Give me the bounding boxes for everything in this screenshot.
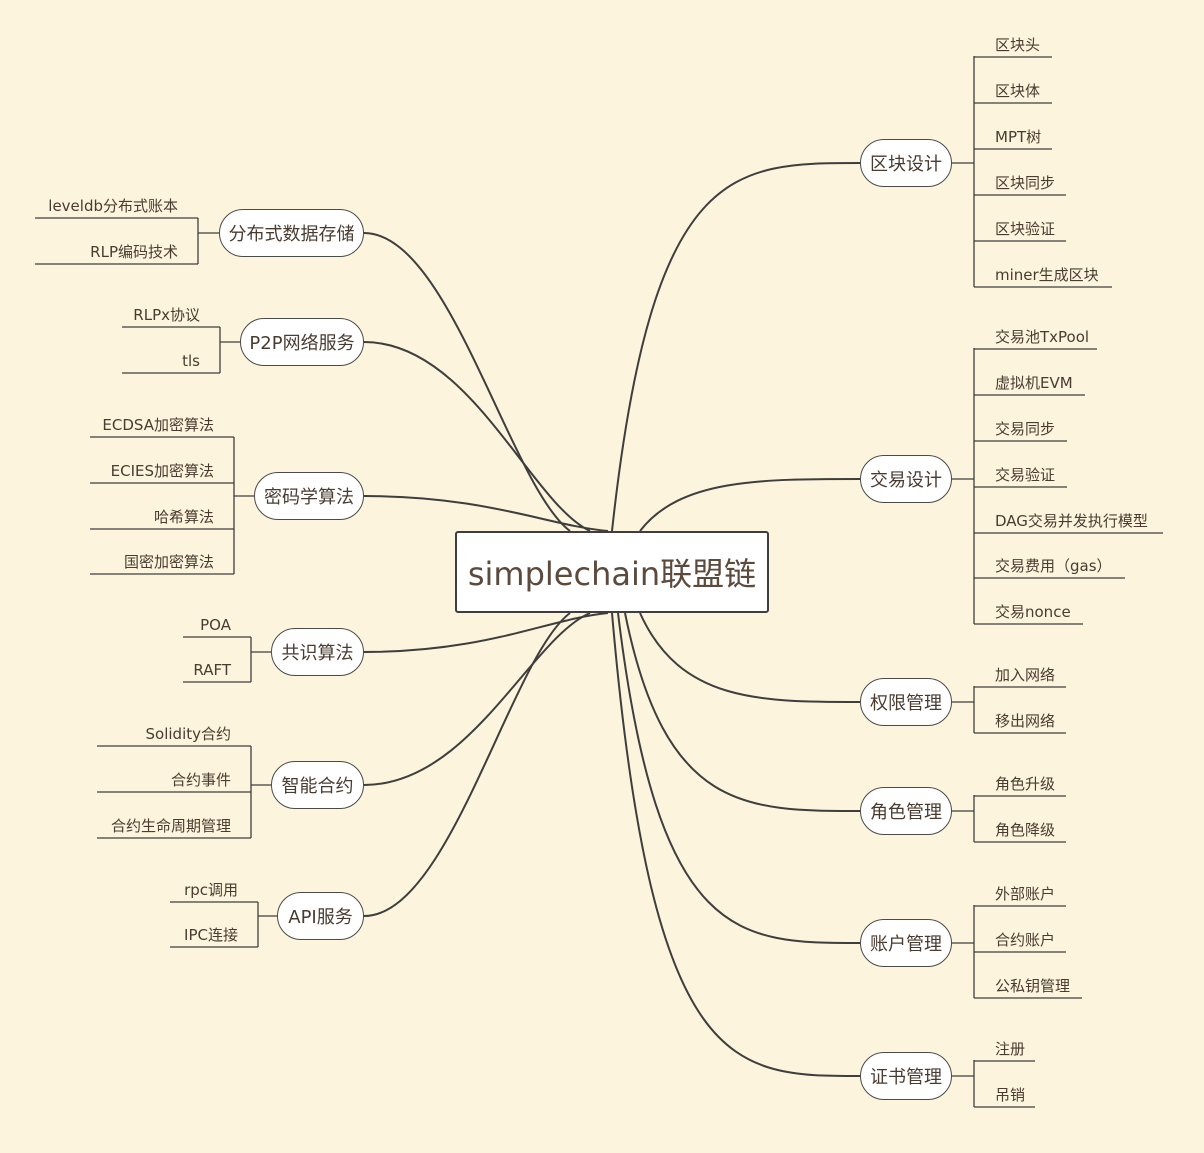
branch-connector-left-2 [363, 495, 609, 532]
branch-connector-left-4 [363, 612, 591, 786]
branch-node-left-2[interactable]: 密码学算法 [254, 472, 364, 520]
leaf-right-0-2[interactable]: MPT树 [995, 128, 1042, 146]
leaf-left-0-1[interactable]: RLP编码技术 [90, 243, 178, 261]
branch-node-right-5[interactable]: 证书管理 [860, 1052, 952, 1100]
leaf-right-1-5[interactable]: 交易费用（gas） [995, 557, 1112, 575]
leaf-right-0-5[interactable]: miner生成区块 [995, 266, 1099, 284]
leaf-left-0-0[interactable]: leveldb分布式账本 [48, 197, 178, 215]
leaf-right-1-2[interactable]: 交易同步 [995, 420, 1056, 438]
branch-node-left-4[interactable]: 智能合约 [271, 761, 364, 809]
branch-connector-right-5 [611, 612, 861, 1077]
leaf-left-4-1[interactable]: 合约事件 [170, 771, 231, 789]
branch-node-left-0[interactable]: 分布式数据存储 [219, 209, 364, 257]
leaf-left-5-1[interactable]: IPC连接 [184, 926, 238, 944]
leaf-right-3-0[interactable]: 角色升级 [995, 775, 1056, 793]
leaf-right-1-0[interactable]: 交易池TxPool [995, 328, 1090, 346]
branch-node-left-5[interactable]: API服务 [277, 892, 364, 940]
branch-node-left-1[interactable]: P2P网络服务 [240, 318, 364, 366]
leaf-left-4-2[interactable]: 合约生命周期管理 [110, 817, 231, 835]
branch-node-right-3[interactable]: 角色管理 [860, 787, 952, 835]
branch-connector-left-1 [363, 341, 591, 532]
leaf-left-2-3[interactable]: 国密加密算法 [123, 553, 214, 571]
leaf-right-5-0[interactable]: 注册 [995, 1040, 1026, 1058]
leaf-right-4-1[interactable]: 合约账户 [995, 931, 1056, 949]
branch-connector-right-1 [639, 478, 861, 532]
branch-connector-right-4 [617, 612, 861, 944]
branch-connector-left-0 [363, 232, 571, 532]
branch-node-right-4[interactable]: 账户管理 [860, 919, 952, 967]
root-node[interactable]: simplechain联盟链 [455, 531, 769, 613]
branch-node-right-2[interactable]: 权限管理 [860, 678, 952, 726]
leaf-left-2-0[interactable]: ECDSA加密算法 [102, 416, 214, 434]
leaf-right-2-0[interactable]: 加入网络 [995, 666, 1056, 684]
leaf-right-5-1[interactable]: 吊销 [995, 1086, 1026, 1104]
leaf-right-4-0[interactable]: 外部账户 [995, 885, 1056, 903]
branch-connector-right-2 [639, 612, 861, 703]
leaf-left-5-0[interactable]: rpc调用 [184, 881, 238, 899]
leaf-left-3-0[interactable]: POA [200, 616, 231, 634]
leaf-left-3-1[interactable]: RAFT [193, 661, 231, 679]
branch-connector-left-5 [363, 612, 571, 917]
leaf-right-3-1[interactable]: 角色降级 [995, 821, 1056, 839]
leaf-right-4-2[interactable]: 公私钥管理 [995, 977, 1071, 995]
leaf-right-0-0[interactable]: 区块头 [995, 36, 1041, 54]
leaf-right-1-3[interactable]: 交易验证 [995, 466, 1056, 484]
branch-connector-right-0 [611, 162, 861, 532]
leaf-right-0-1[interactable]: 区块体 [995, 82, 1041, 100]
branch-connector-left-3 [363, 612, 609, 653]
leaf-right-1-6[interactable]: 交易nonce [995, 603, 1071, 621]
leaf-right-1-1[interactable]: 虚拟机EVM [995, 374, 1073, 392]
leaf-right-1-4[interactable]: DAG交易并发执行模型 [995, 512, 1148, 530]
leaf-right-0-4[interactable]: 区块验证 [995, 220, 1056, 238]
leaf-left-4-0[interactable]: Solidity合约 [145, 725, 231, 743]
branch-connector-right-3 [624, 612, 861, 812]
leaf-left-2-2[interactable]: 哈希算法 [153, 508, 214, 526]
leaf-right-0-3[interactable]: 区块同步 [995, 174, 1056, 192]
branch-node-left-3[interactable]: 共识算法 [271, 628, 364, 676]
branch-node-right-0[interactable]: 区块设计 [860, 139, 952, 187]
leaf-left-1-1[interactable]: tls [182, 352, 200, 370]
leaf-left-2-1[interactable]: ECIES加密算法 [110, 462, 214, 480]
leaf-right-2-1[interactable]: 移出网络 [995, 712, 1056, 730]
branch-node-right-1[interactable]: 交易设计 [860, 455, 952, 503]
leaf-left-1-0[interactable]: RLPx协议 [133, 306, 200, 324]
